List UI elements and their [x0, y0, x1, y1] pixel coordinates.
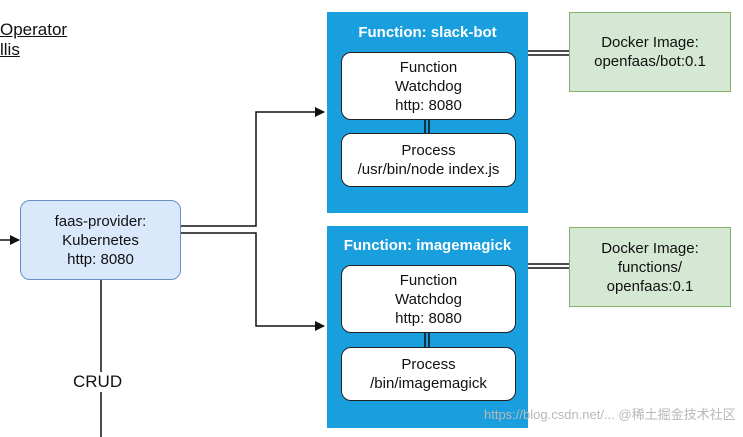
faas-provider-box: faas-provider: Kubernetes http: 8080: [20, 200, 181, 280]
process-line-1: Process: [401, 142, 456, 159]
docker-image-box-slack-bot: Docker Image: openfaas/bot:0.1: [569, 12, 731, 92]
operator-line-1: Operator: [0, 20, 68, 39]
provider-line-2: Kubernetes: [62, 231, 139, 249]
operator-line-2: llis: [0, 40, 20, 59]
docker-line-1: Docker Image:: [601, 239, 699, 257]
watermark: https://blog.csdn.net/... @稀土掘金技术社区: [484, 407, 736, 422]
operator-label: Operator llis: [0, 20, 67, 60]
process-box-slack-bot: Process /usr/bin/node index.js: [341, 133, 516, 187]
watchdog-line-1: Function: [399, 271, 458, 289]
process-line-1: Process: [401, 356, 456, 373]
provider-line-1: faas-provider:: [54, 212, 147, 230]
watchdog-box-slack-bot: Function Watchdog http: 8080: [341, 52, 516, 120]
watchdog-box-imagemagick: Function Watchdog http: 8080: [341, 265, 516, 333]
watchdog-line-3: http: 8080: [395, 309, 462, 327]
watchdog-line-3: http: 8080: [395, 96, 462, 114]
panel-title-slack-bot: Function: slack-bot: [358, 24, 497, 41]
process-line-2: /usr/bin/node index.js: [357, 161, 500, 178]
docker-line-1: Docker Image:: [601, 34, 699, 51]
watchdog-line-1: Function: [399, 58, 458, 76]
crud-label: CRUD: [70, 372, 126, 392]
docker-line-3: openfaas:0.1: [606, 277, 694, 295]
docker-line-2: functions/: [617, 258, 683, 276]
docker-image-box-imagemagick: Docker Image: functions/ openfaas:0.1: [569, 227, 731, 307]
arrow-to-slack-bot: [181, 107, 325, 227]
docker-line-2: openfaas/bot:0.1: [594, 53, 706, 70]
watchdog-line-2: Watchdog: [395, 290, 462, 308]
process-line-2: /bin/imagemagick: [370, 375, 487, 392]
process-box-imagemagick: Process /bin/imagemagick: [341, 347, 516, 401]
provider-line-3: http: 8080: [67, 250, 134, 268]
arrow-to-imagemagick: [181, 232, 325, 331]
panel-title-imagemagick: Function: imagemagick: [343, 237, 512, 254]
watchdog-line-2: Watchdog: [395, 77, 462, 95]
